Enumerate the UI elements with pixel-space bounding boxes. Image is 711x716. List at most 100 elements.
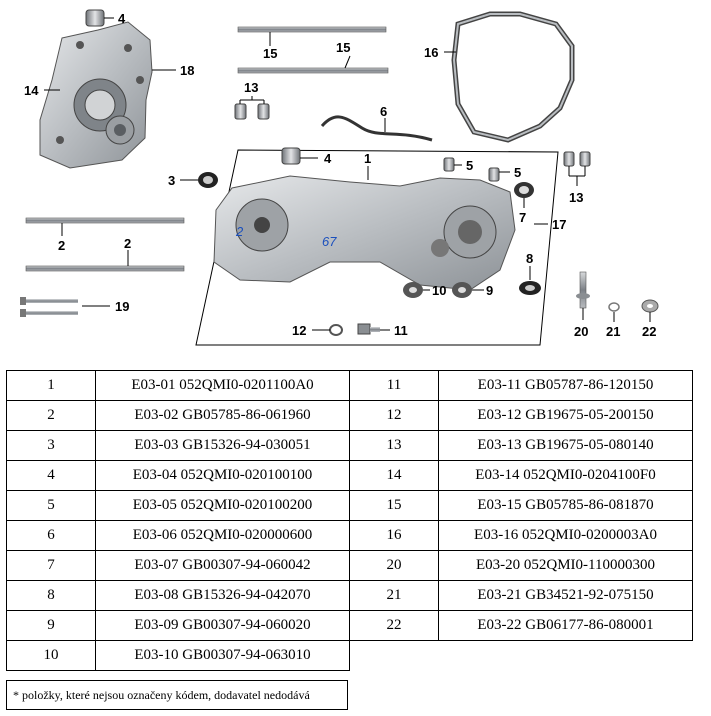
part-code-cell: E03-03 GB15326-94-030051 [95,430,350,461]
bushings-part-13-right [563,151,591,167]
callout-4-case: 4 [324,151,332,166]
stud-bolts-part-15 [237,26,389,74]
callout-4-top: 4 [118,11,126,26]
exploded-parts-diagram: 2 67 [20,9,659,346]
part-code-cell: E03-16 052QMI0-0200003A0 [438,520,693,551]
bushings-part-13-top [234,103,270,120]
gasket-part-16 [451,11,575,143]
part-code-cell: E03-08 GB15326-94-042070 [95,580,350,611]
part-number-cell: 2 [6,400,96,431]
part-number-cell: 22 [349,610,439,641]
bearing-part-10 [403,282,423,298]
sleeve-part-4-case [281,147,301,165]
part-code-cell: E03-10 GB00307-94-063010 [95,640,350,671]
part-code-cell: E03-22 GB06177-86-080001 [438,610,693,641]
hose-part-6 [320,115,433,142]
callout-15-left: 15 [263,46,277,61]
washer-part-12 [329,324,343,336]
callout-16: 16 [424,45,438,60]
empty-cell [439,641,693,671]
part-code-cell: E03-20 052QMI0-110000300 [438,550,693,581]
empty-cell [350,641,439,671]
part-number-cell: 14 [349,460,439,491]
callout-7: 7 [519,210,526,225]
casing-handwriting-2: 67 [322,234,337,249]
stud-bolts-part-2 [25,217,185,272]
part-number-cell: 8 [6,580,96,611]
callout-3: 3 [168,173,175,188]
part-number-cell: 10 [6,640,96,671]
callout-labels: 4 18 14 15 15 16 13 6 4 1 5 5 3 13 7 17 … [24,11,656,339]
part-code-cell: E03-13 GB19675-05-080140 [438,430,693,461]
part-code-cell: E03-04 052QMI0-020100100 [95,460,350,491]
callout-2-bottom: 2 [124,236,131,251]
part-number-cell: 11 [349,370,439,401]
bolt-part-11 [357,323,380,335]
part-number-cell: 6 [6,520,96,551]
part-number-cell: 7 [6,550,96,581]
callout-19: 19 [115,299,129,314]
shaft-part-20 [576,271,590,309]
casing-handwriting-1: 2 [235,224,244,239]
part-number-cell: 21 [349,580,439,611]
part-code-cell: E03-05 052QMI0-020100200 [95,490,350,521]
callout-22: 22 [642,324,656,339]
crankcase-part-1: 2 67 [195,149,559,346]
dowel-part-5-a [443,157,455,172]
callout-13-right: 13 [569,190,583,205]
sleeve-part-4-top [85,9,105,27]
part-number-cell: 5 [6,490,96,521]
callout-5-b: 5 [514,165,521,180]
bearing-part-7 [514,182,534,198]
part-number-cell: 9 [6,610,96,641]
callout-10: 10 [432,283,446,298]
callout-21: 21 [606,324,620,339]
part-number-cell: 1 [6,370,96,401]
callout-9: 9 [486,283,493,298]
ring-part-21 [608,302,620,312]
callout-12: 12 [292,323,306,338]
bolts-part-19 [20,297,78,317]
footnote: * položky, které nejsou označeny kódem, … [6,680,348,710]
part-code-cell: E03-15 GB05785-86-081870 [438,490,693,521]
seal-part-8 [519,281,541,295]
part-code-cell: E03-09 GB00307-94-060020 [95,610,350,641]
part-number-cell: 3 [6,430,96,461]
part-code-cell: E03-01 052QMI0-0201100A0 [95,370,350,401]
callout-2-top: 2 [58,238,65,253]
part-number-cell: 12 [349,400,439,431]
bearing-part-9 [452,282,472,298]
part-number-cell: 13 [349,430,439,461]
dowel-part-5-b [488,167,500,182]
part-number-cell: 15 [349,490,439,521]
part-number-cell: 16 [349,520,439,551]
callout-13-top: 13 [244,80,258,95]
callout-1: 1 [364,151,371,166]
callout-20: 20 [574,324,588,339]
part-number-cell: 20 [349,550,439,581]
part-code-cell: E03-11 GB05787-86-120150 [438,370,693,401]
callout-8: 8 [526,251,533,266]
part-code-cell: E03-02 GB05785-86-061960 [95,400,350,431]
part-code-cell: E03-06 052QMI0-020000600 [95,520,350,551]
nut-part-22 [641,299,659,313]
callout-14: 14 [24,83,39,98]
part-code-cell: E03-07 GB00307-94-060042 [95,550,350,581]
part-code-cell: E03-12 GB19675-05-200150 [438,400,693,431]
cover-casting-part-14 [39,21,153,169]
leader-lines [44,17,651,331]
callout-11: 11 [394,323,408,338]
callout-18: 18 [180,63,194,78]
callout-5-a: 5 [466,158,473,173]
